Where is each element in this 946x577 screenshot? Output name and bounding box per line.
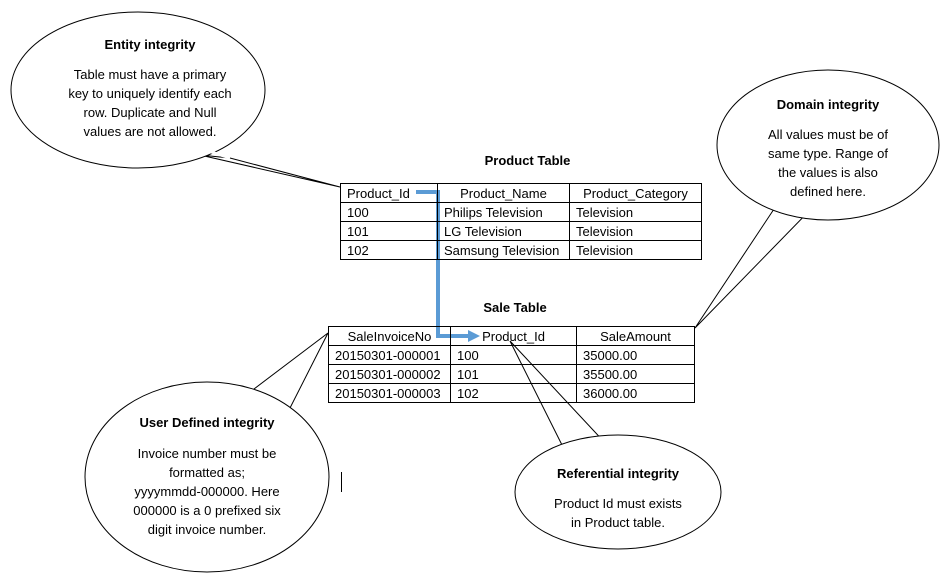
column-header: Product_Id [340,183,438,203]
table-row: 20150301-000003 102 36000.00 [328,383,695,403]
table-cell: Television [569,202,702,222]
table-cell: 100 [340,202,438,222]
sale-table-title: Sale Table [483,300,547,315]
table-row: 102 Samsung Television Television [340,240,702,260]
table-cell: 20150301-000002 [328,364,451,384]
user-line: Invoice number must be [137,446,277,461]
domain-line: defined here. [790,184,866,199]
product-table-title: Product Table [484,153,571,168]
table-header-row: SaleInvoiceNo Product_Id SaleAmount [328,326,695,346]
sale-table: SaleInvoiceNo Product_Id SaleAmount 2015… [328,326,695,403]
column-header: SaleInvoiceNo [328,326,451,346]
product-table: Product_Id Product_Name Product_Category… [340,183,702,260]
domain-line: the values is also [778,165,878,180]
table-cell: 102 [340,240,438,260]
table-cell: Philips Television [437,202,570,222]
entity-callout-text: Table must have a primary key to uniquel… [45,65,255,141]
table-cell: 36000.00 [576,383,695,403]
table-row: 20150301-000001 100 35000.00 [328,345,695,365]
table-cell: 100 [450,345,577,365]
domain-line: same type. Range of [768,146,888,161]
column-header: Product_Category [569,183,702,203]
table-cell: 102 [450,383,577,403]
text-cursor [341,472,342,492]
column-header: Product_Name [437,183,570,203]
referential-line: in Product table. [571,515,665,530]
domain-callout-title: Domain integrity [776,97,880,112]
referential-line: Product Id must exists [554,496,682,511]
entity-line: Table must have a primary [73,67,227,82]
referential-callout-title: Referential integrity [556,466,680,481]
entity-line: values are not allowed. [83,124,217,139]
entity-callout-title: Entity integrity [104,37,196,52]
table-row: 20150301-000002 101 35500.00 [328,364,695,384]
table-cell: Television [569,221,702,241]
table-cell: 101 [450,364,577,384]
user-line: digit invoice number. [147,522,267,537]
table-cell: 20150301-000003 [328,383,451,403]
table-cell: LG Television [437,221,570,241]
referential-callout-text: Product Id must exists in Product table. [530,494,706,532]
domain-line: All values must be of [768,127,888,142]
table-cell: Television [569,240,702,260]
table-cell: Samsung Television [437,240,570,260]
user-line: formatted as; [169,465,245,480]
table-row: 100 Philips Television Television [340,202,702,222]
table-cell: 35000.00 [576,345,695,365]
entity-line: key to uniquely identify each [68,86,232,101]
table-header-row: Product_Id Product_Name Product_Category [340,183,702,203]
entity-callout-shape [10,11,341,188]
user-line: yyyymmdd-000000. Here [134,484,280,499]
user-callout-text: Invoice number must be formatted as; yyy… [102,444,312,539]
domain-callout-text: All values must be of same type. Range o… [740,125,916,201]
table-cell: 20150301-000001 [328,345,451,365]
table-row: 101 LG Television Television [340,221,702,241]
user-callout-shape [84,332,330,573]
user-callout-title: User Defined integrity [139,415,275,430]
column-header: Product_Id [450,326,577,346]
table-cell: 101 [340,221,438,241]
domain-callout-shape [694,69,940,329]
user-line: 000000 is a 0 prefixed six [133,503,281,518]
table-cell: 35500.00 [576,364,695,384]
column-header: SaleAmount [576,326,695,346]
entity-line: row. Duplicate and Null [83,105,217,120]
